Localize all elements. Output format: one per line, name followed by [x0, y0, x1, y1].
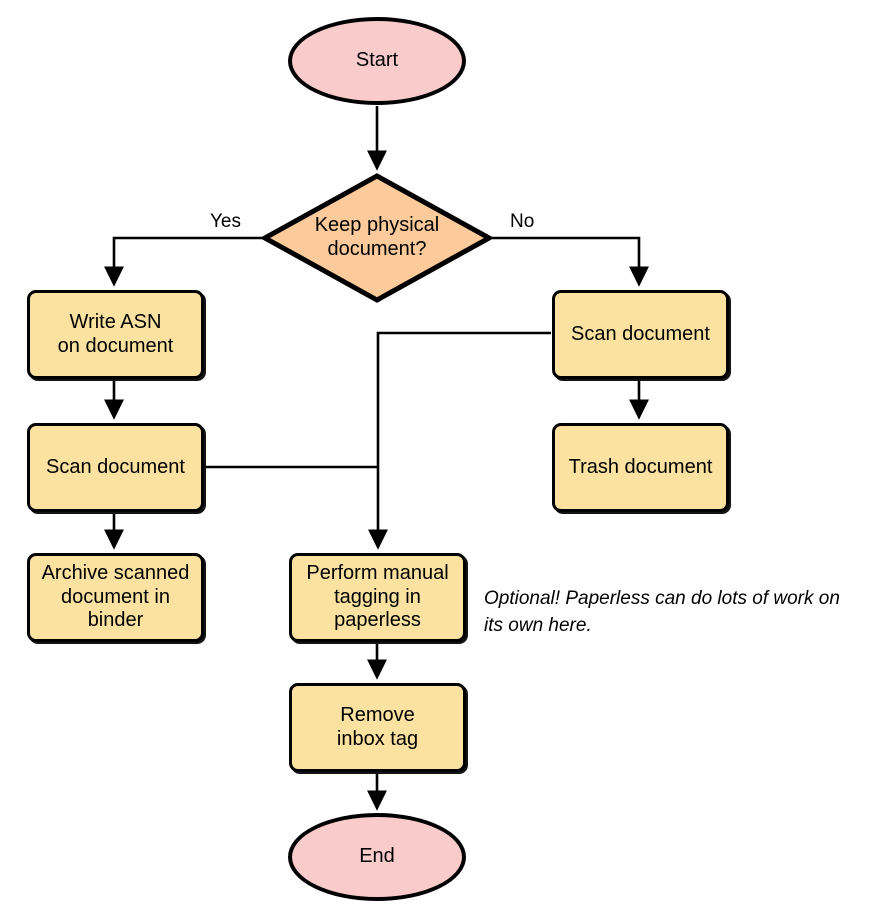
node-start-label: Start: [355, 49, 399, 72]
node-trash-document[interactable]: Trash document: [552, 423, 729, 512]
node-remove-inbox-label-line1: Remove: [340, 703, 415, 726]
node-decision-label-line1: Keep physical: [314, 214, 440, 237]
node-scan-document-left-label: Scan document: [46, 455, 185, 478]
node-remove-inbox-label-line2: inbox tag: [336, 727, 419, 750]
edge-decision-yes-to-write-asn: [104, 236, 262, 287]
node-decision-label-line2: document?: [327, 238, 427, 260]
node-scan-document-right-label: Scan document: [571, 322, 710, 345]
node-end-label: End: [359, 845, 395, 868]
node-tagging-label-line2: tagging in: [334, 585, 421, 608]
node-keep-physical-document-decision[interactable]: Keep physical document?: [262, 173, 492, 303]
node-archive-label: Archive scanned document in binder: [42, 562, 190, 633]
node-perform-manual-tagging[interactable]: Perform manual tagging in paperless: [289, 553, 466, 642]
node-tagging-label: Perform manual tagging in paperless: [306, 562, 448, 633]
node-decision-label: Keep physical document?: [287, 214, 466, 261]
node-write-asn-label-line1: Write ASN: [69, 310, 162, 333]
node-tagging-label-line3: paperless: [334, 609, 421, 632]
annotation-optional-note: Optional! Paperless can do lots of work …: [484, 586, 884, 640]
node-trash-document-label: Trash document: [568, 455, 713, 478]
edge-scan-right-to-tagging: [368, 331, 551, 550]
node-start[interactable]: Start: [288, 17, 466, 105]
edge-label-no: No: [510, 211, 535, 232]
node-write-asn-label: Write ASN on document: [58, 311, 174, 358]
diamond-shape: [262, 173, 492, 303]
annotation-optional-note-line1: Optional! Paperless can do lots of work …: [484, 588, 840, 609]
node-archive-label-line2: document in: [61, 585, 170, 608]
node-write-asn-on-document[interactable]: Write ASN on document: [27, 290, 204, 379]
node-archive-scanned-document[interactable]: Archive scanned document in binder: [27, 553, 204, 642]
annotation-optional-note-line2: its own here.: [484, 614, 592, 636]
node-remove-inbox-label: Remove inbox tag: [337, 704, 418, 751]
node-remove-inbox-tag[interactable]: Remove inbox tag: [289, 683, 466, 772]
node-write-asn-label-line2: on document: [57, 334, 174, 357]
edge-label-yes: Yes: [210, 211, 241, 232]
node-end[interactable]: End: [288, 813, 466, 901]
edge-decision-no-to-scan-right: [492, 236, 649, 287]
node-archive-label-line1: Archive scanned: [41, 562, 190, 585]
node-scan-document-right[interactable]: Scan document: [552, 290, 729, 379]
node-scan-document-left[interactable]: Scan document: [27, 423, 204, 512]
node-tagging-label-line1: Perform manual: [306, 562, 449, 585]
node-archive-label-line3: binder: [87, 609, 144, 632]
